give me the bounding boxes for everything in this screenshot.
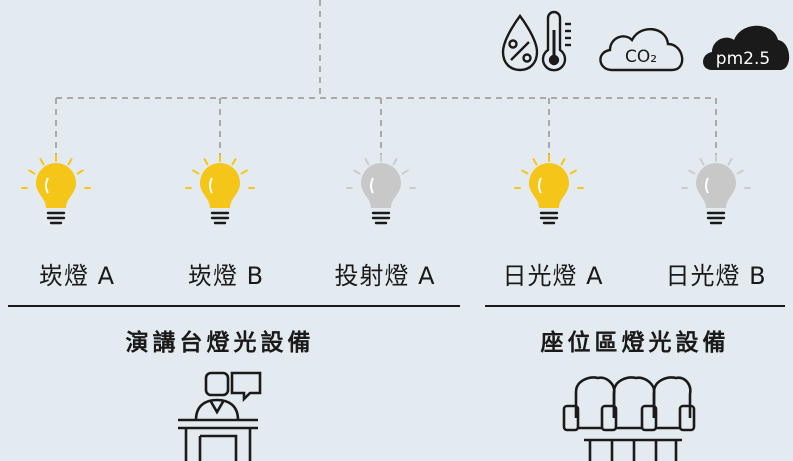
- lightbulb-off-icon[interactable]: [681, 154, 751, 225]
- lightbulb-on-icon[interactable]: [21, 154, 91, 225]
- lamp-label-downlight-a: 崁燈 A: [38, 262, 116, 290]
- lamp-label-downlight-b: 崁燈 B: [187, 262, 265, 290]
- bulb-base: [210, 211, 230, 225]
- lightbulb-on-icon[interactable]: [514, 154, 584, 225]
- pm25-label: pm2.5: [716, 49, 770, 69]
- bulb-base: [371, 211, 391, 225]
- humidity-percent-icon: [501, 14, 539, 72]
- group-title-seating: 座位區燈光設備: [540, 330, 730, 356]
- bulb-glass: [35, 162, 76, 208]
- light-rays: [681, 154, 751, 189]
- thermometer-icon: [541, 10, 571, 72]
- bulb-glass: [529, 163, 569, 208]
- co2-label: CO₂: [625, 47, 657, 67]
- bulb-highlight: [45, 177, 49, 194]
- theater-seats-icon: [562, 376, 696, 461]
- lamp-label-fluorescent-b: 日光燈 B: [665, 262, 767, 290]
- bulb-base: [539, 211, 559, 225]
- bulb-glass: [361, 163, 401, 208]
- bulb-glass: [200, 163, 240, 208]
- light-rays: [185, 154, 255, 189]
- co2-cloud-icon: CO₂: [599, 28, 684, 72]
- lightbulb-off-icon[interactable]: [346, 154, 416, 225]
- bulb-highlight: [538, 177, 542, 194]
- bulb-base: [706, 211, 726, 225]
- bulb-base: [46, 211, 66, 225]
- bulb-highlight: [209, 177, 213, 194]
- bulb-highlight: [705, 177, 709, 194]
- lamp-label-fluorescent-a: 日光燈 A: [502, 262, 604, 290]
- group-title-podium: 演講台燈光設備: [125, 330, 315, 356]
- podium-speaker-icon: [178, 371, 262, 461]
- light-rays: [346, 154, 416, 189]
- light-rays: [514, 154, 584, 189]
- bulb-highlight: [370, 177, 374, 194]
- bulb-glass: [696, 163, 736, 208]
- lamp-label-spotlight-a: 投射燈 A: [334, 262, 436, 290]
- pm25-cloud-icon: pm2.5: [703, 25, 790, 70]
- light-rays: [21, 154, 91, 189]
- lightbulb-on-icon[interactable]: [185, 154, 255, 225]
